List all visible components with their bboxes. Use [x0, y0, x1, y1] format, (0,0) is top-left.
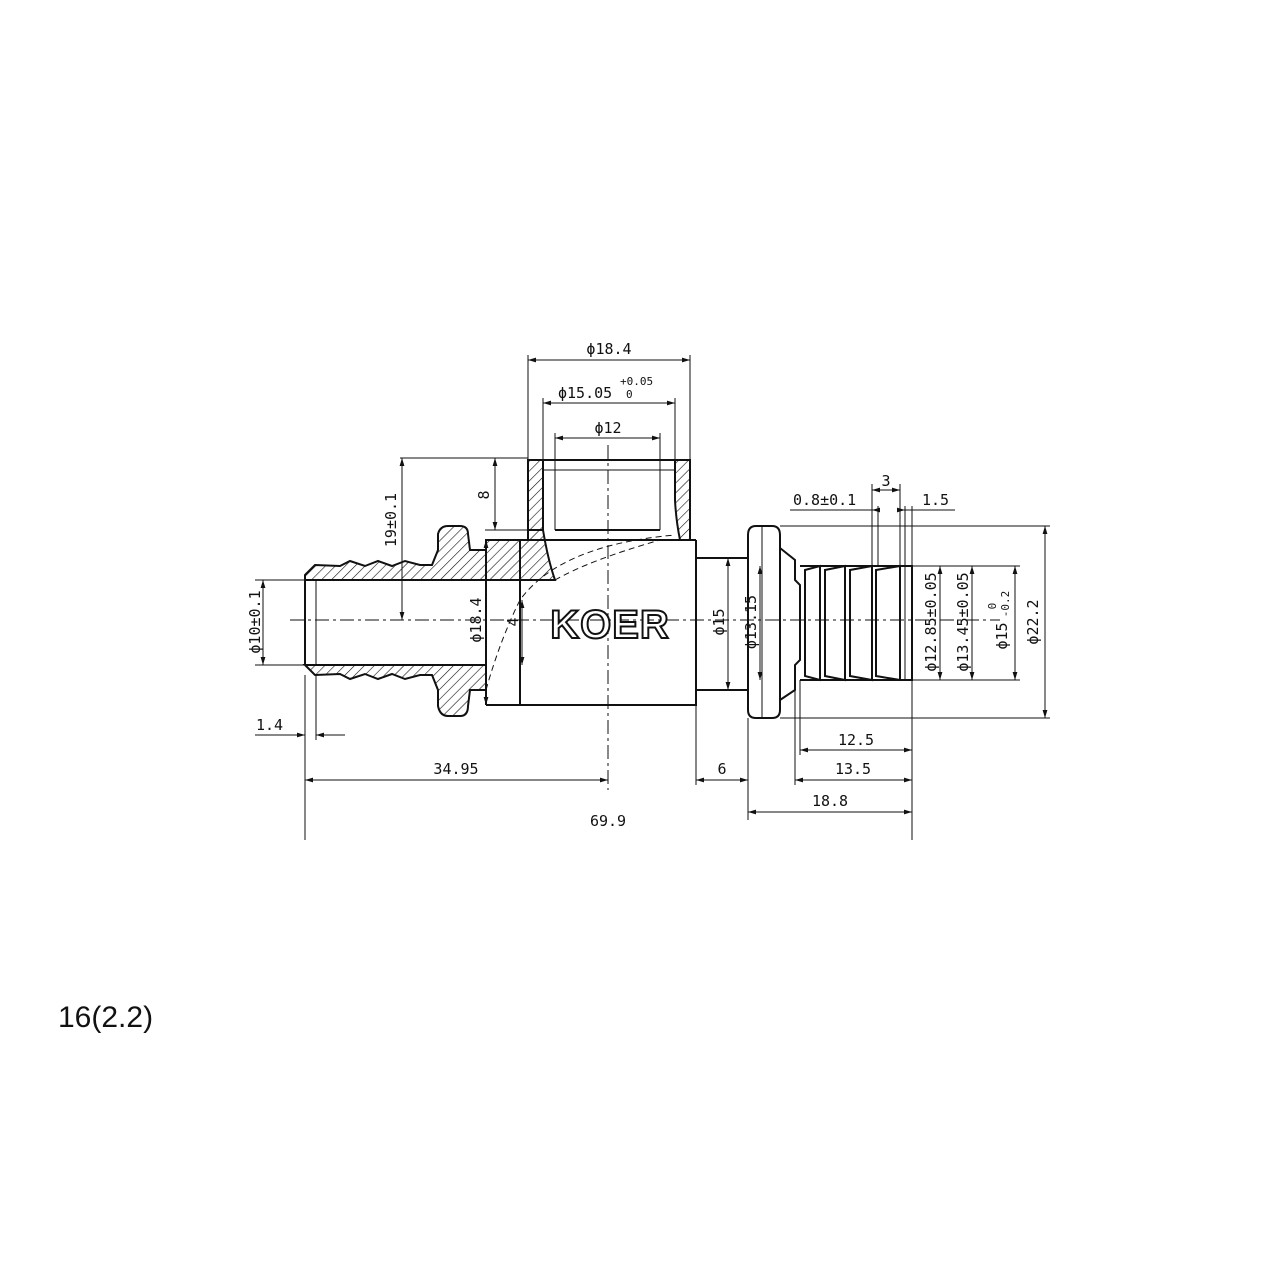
left-barb-section-upper: [304, 459, 557, 581]
fitting-body: KOER: [290, 445, 1000, 790]
dim-phi-15-tip: ϕ15: [993, 622, 1011, 649]
right-barb-tip: [800, 564, 913, 682]
dim-len-19: 19±0.1: [382, 493, 400, 547]
dim-phi-15-tip-tol-upper: 0: [986, 603, 999, 610]
dim-phi-15-05: ϕ15.05: [558, 384, 612, 402]
dim-phi-18-4-body: ϕ18.4: [467, 597, 485, 642]
dim-phi-12-85: ϕ12.85±0.05: [922, 572, 940, 671]
dim-phi-15-05-tol-upper: +0.05: [620, 375, 653, 388]
branch-wall-left: [527, 459, 544, 531]
brand-mark: KOER: [550, 603, 670, 647]
dim-phi-18-4-top: ϕ18.4: [586, 340, 631, 358]
dim-len-12-5: 12.5: [838, 731, 874, 749]
dim-phi-10: ϕ10±0.1: [246, 590, 264, 653]
dim-len-69-9: 69.9: [590, 812, 626, 830]
right-collar: [747, 525, 781, 719]
dim-phi-13-45: ϕ13.45±0.05: [954, 572, 972, 671]
dim-len-4: 4: [504, 617, 522, 626]
left-barb-section-lower: [302, 664, 487, 717]
dim-phi-15-body: ϕ15: [710, 608, 728, 635]
dim-len-6: 6: [717, 760, 726, 778]
dim-phi-12: ϕ12: [594, 419, 621, 437]
dim-len-0-8: 0.8±0.1: [793, 491, 856, 509]
dim-phi-22-2: ϕ22.2: [1024, 599, 1042, 644]
dim-len-1-5: 1.5: [922, 491, 949, 509]
dim-len-3: 3: [881, 472, 890, 490]
dim-len-8: 8: [475, 490, 493, 499]
branch-wall-right: [674, 459, 691, 541]
dim-len-18-8: 18.8: [812, 792, 848, 810]
right-sleeve: [779, 547, 801, 701]
dim-phi-15-tip-tol-lower: -0.2: [999, 591, 1012, 618]
hidden-bore: [485, 534, 676, 691]
dimension-lines: ϕ18.4 ϕ15.05 +0.05 0 ϕ12 8 19±0.1 ϕ10±0.…: [246, 340, 1050, 840]
dim-len-34-95: 34.95: [433, 760, 478, 778]
dim-len-13-5: 13.5: [835, 760, 871, 778]
dim-phi-13-15: ϕ13.15: [742, 595, 760, 649]
dim-phi-15-05-tol-lower: 0: [626, 388, 633, 401]
size-label: 16(2.2): [58, 1001, 153, 1034]
dim-len-1-4: 1.4: [256, 716, 283, 734]
